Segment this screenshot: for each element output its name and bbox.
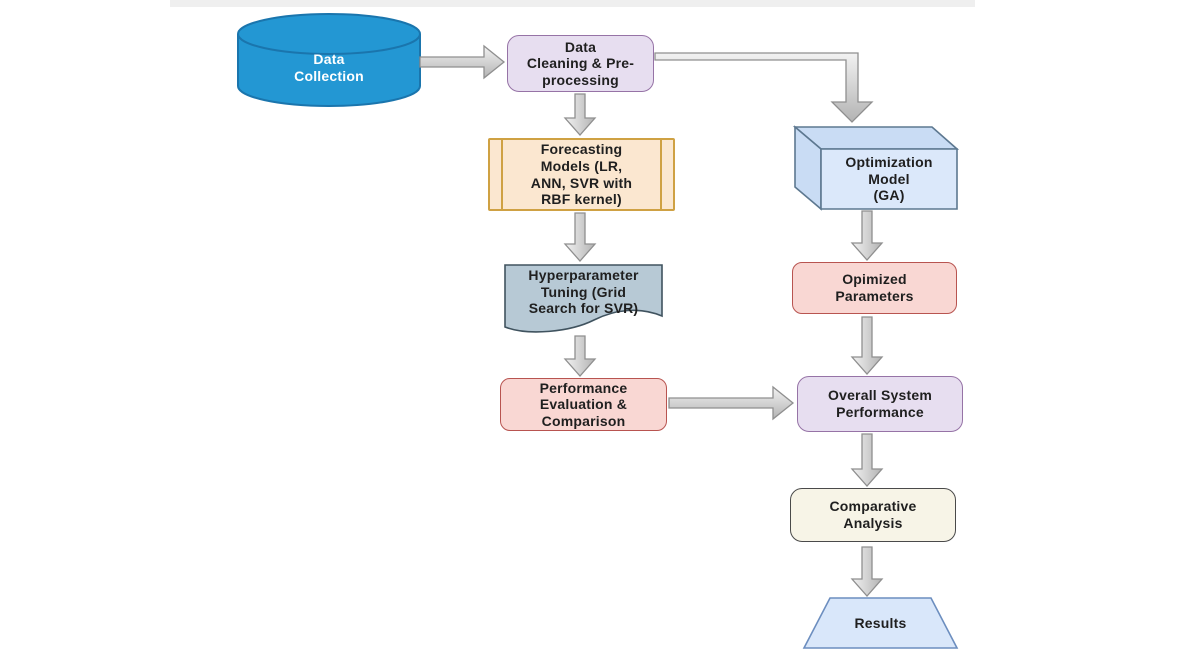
page-edge-strip <box>170 0 975 7</box>
arrow-params-to-overall <box>850 316 884 375</box>
optimization-cube <box>792 125 960 211</box>
hyperparameter-document-shape <box>504 264 663 333</box>
arrow-hyperparameter-to-performance <box>563 335 597 377</box>
optimized-parameters-node <box>792 262 957 314</box>
arrow-collection-to-cleaning <box>419 44 506 80</box>
overall-system-node <box>797 376 963 432</box>
forecasting-models-node <box>488 138 675 211</box>
arrow-comparative-to-results <box>850 546 884 597</box>
data-cleaning-node <box>507 35 654 92</box>
arrow-overall-to-comparative <box>850 433 884 487</box>
arrow-forecasting-to-hyperparameter <box>563 212 597 262</box>
predefined-process-left-bar <box>501 140 503 209</box>
arrow-cleaning-to-optimization <box>654 52 874 123</box>
arrow-performance-to-overall <box>668 385 795 421</box>
predefined-process-right-bar <box>660 140 662 209</box>
arrow-optimization-to-params <box>850 210 884 261</box>
results-trapezoid <box>802 597 959 649</box>
performance-evaluation-node <box>500 378 667 431</box>
comparative-analysis-node <box>790 488 956 542</box>
arrow-cleaning-to-forecasting <box>563 93 597 136</box>
data-collection-cylinder <box>237 13 421 107</box>
